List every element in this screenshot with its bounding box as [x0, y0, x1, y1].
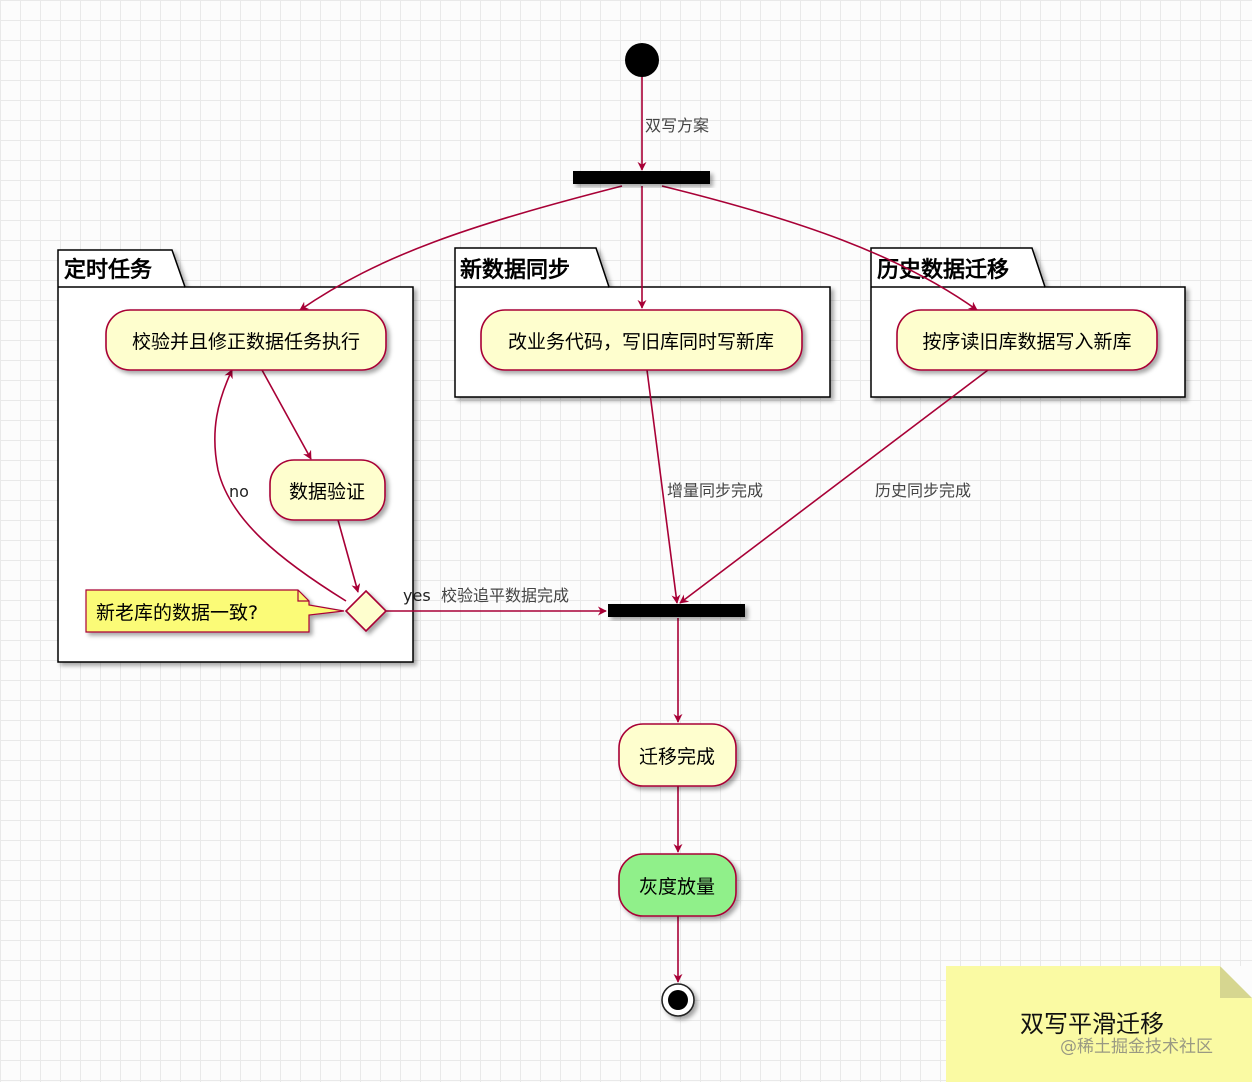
sticky-title: 双写平滑迁移 [1020, 1010, 1164, 1038]
package-title-scheduled-task: 定时任务 [64, 257, 153, 283]
edge-read-write-to-join [679, 369, 989, 604]
activity-migration-done [618, 723, 737, 787]
sticky-fold [1220, 966, 1252, 998]
activity-verify-fix-label: 校验并且修正数据任务执行 [132, 331, 360, 353]
note-data-consistency [85, 589, 345, 633]
edge-label-yes: yes [403, 586, 431, 605]
edge-data-verify-to-decision [337, 519, 361, 593]
edge-label-no: no [229, 482, 249, 501]
package-title-new-data-sync: 新数据同步 [460, 257, 570, 283]
join-bar [608, 604, 745, 617]
watermark: @稀土掘金技术社区 [1060, 1037, 1213, 1057]
edges [214, 76, 989, 983]
fork-bar [573, 171, 710, 184]
activity-read-write [896, 309, 1158, 371]
start-node [625, 43, 659, 77]
package-title-history-migration: 历史数据迁移 [877, 257, 1009, 283]
activity-gray-release-label: 灰度放量 [639, 876, 715, 898]
note-text: 新老库的数据一致? [96, 602, 258, 624]
edge-label-incremental-done: 增量同步完成 [667, 481, 763, 500]
activity-data-verify [269, 459, 386, 521]
activity-gray-release [618, 853, 737, 917]
edge-fork-to-verify-fix [299, 185, 623, 311]
edge-verify-fix-to-data-verify [261, 369, 312, 460]
decision-diamond [344, 589, 388, 633]
sticky-note: 双写平滑迁移 @稀土掘金技术社区 [946, 966, 1252, 1082]
end-node [661, 983, 695, 1017]
activity-change-code [480, 309, 803, 371]
activity-migration-done-label: 迁移完成 [639, 746, 715, 768]
activity-data-verify-label: 数据验证 [289, 481, 365, 503]
edge-change-code-to-join [646, 369, 681, 604]
edge-decision-no-to-verify-fix [214, 369, 347, 602]
activity-change-code-label: 改业务代码，写旧库同时写新库 [508, 331, 774, 353]
activity-read-write-label: 按序读旧库数据写入新库 [922, 331, 1131, 353]
edge-label-verify-done: 校验追平数据完成 [441, 586, 569, 605]
edge-label-history-done: 历史同步完成 [875, 481, 971, 500]
edge-label-dual-write-plan: 双写方案 [645, 116, 709, 135]
activity-verify-fix [105, 309, 387, 371]
edge-fork-to-read-write [661, 185, 978, 311]
